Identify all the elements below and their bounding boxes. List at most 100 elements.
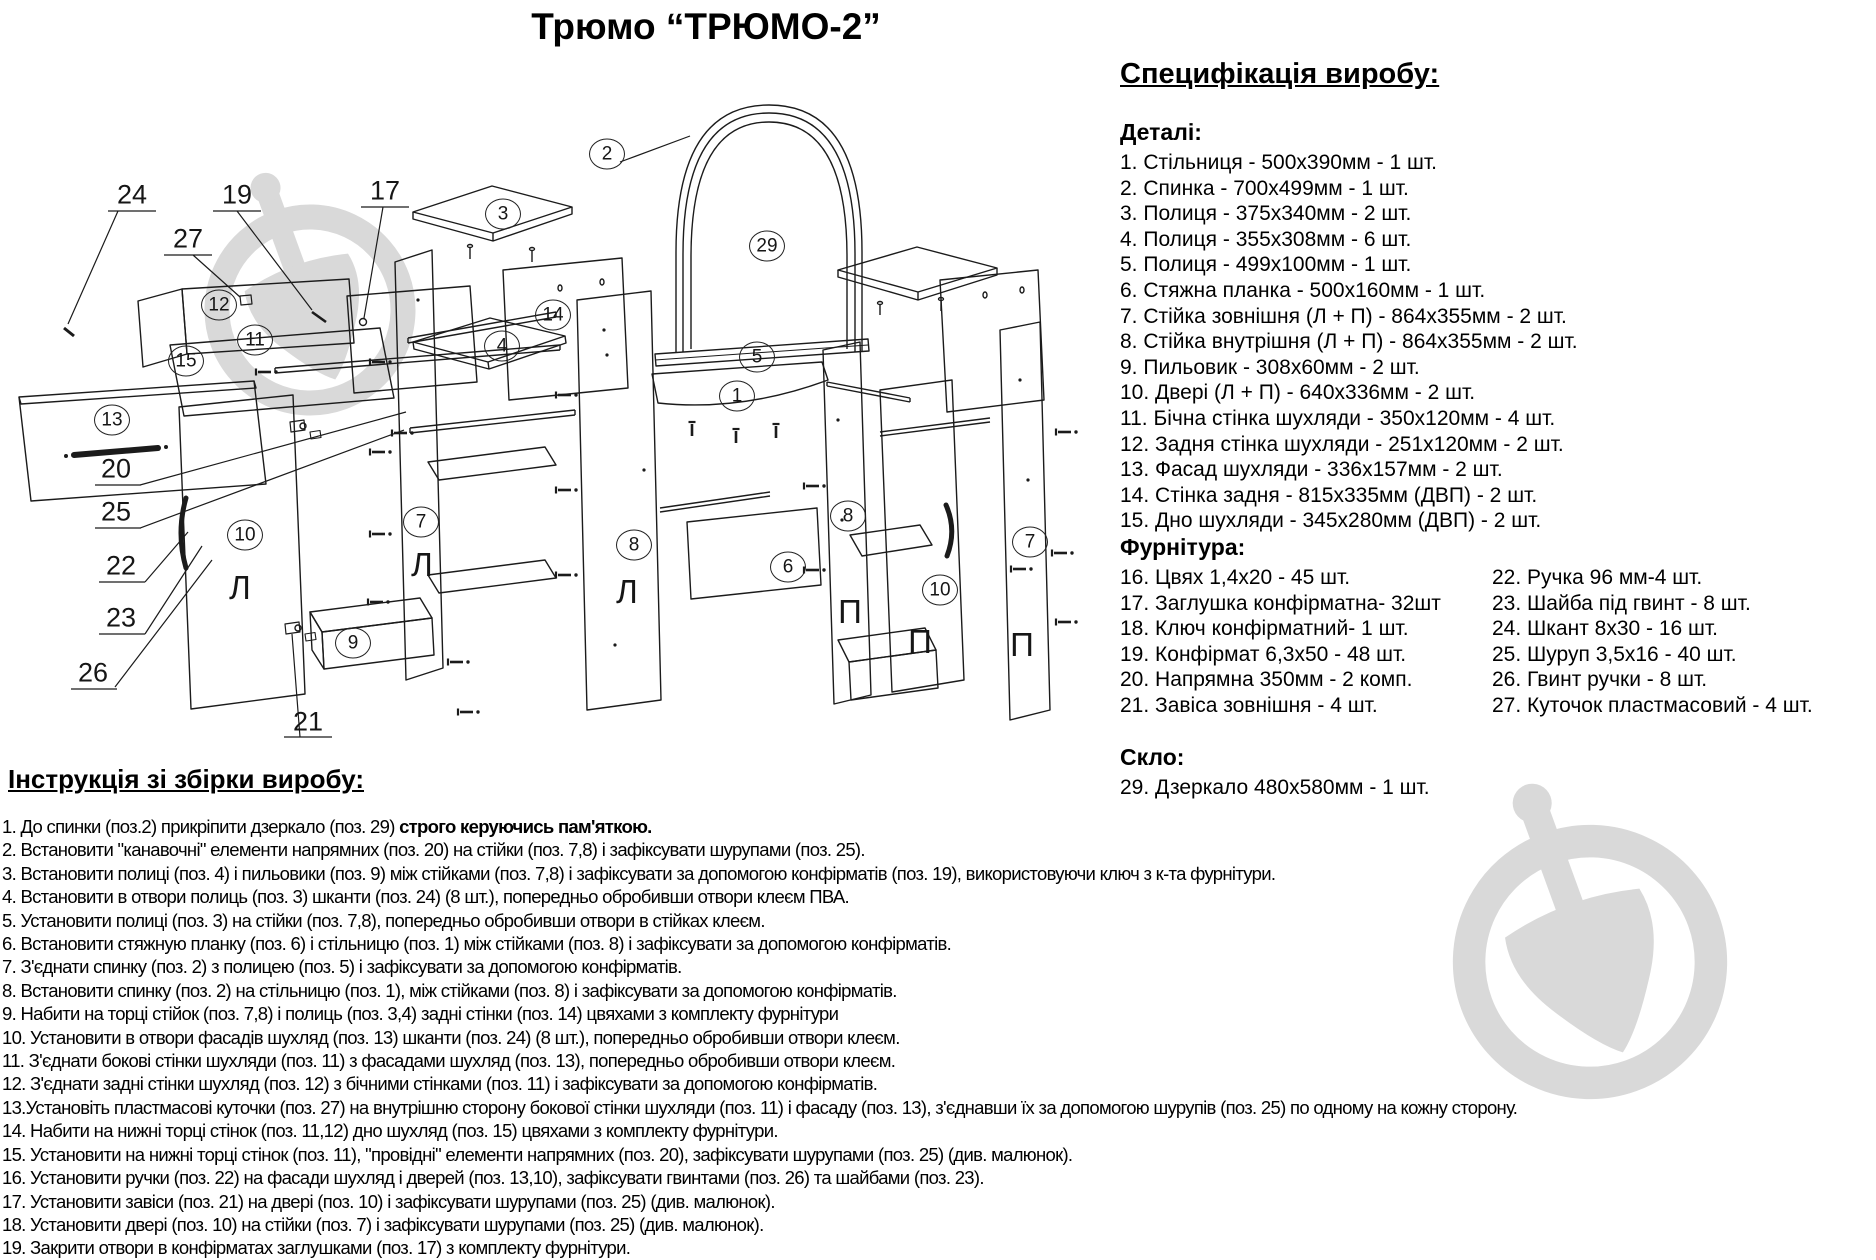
hardware-item: 17. Заглушка конфірматна- 32шт <box>1120 591 1441 615</box>
hardware-list-left: 16. Цвях 1,4х20 - 45 шт. 17. Заглушка ко… <box>1120 565 1870 719</box>
step-text: 3. Встановити полиці (поз. 4) і пильовик… <box>2 862 1276 884</box>
assembly-step: 8. Встановити спинку (поз. 2) на стільни… <box>2 979 1876 1002</box>
hardware-item: 23. Шайба під гвинт - 8 шт. <box>1492 591 1751 615</box>
hardware-item: 22. Ручка 96 мм-4 шт. <box>1492 565 1703 589</box>
step-text-bold: строго керуючись пам'яткою. <box>399 816 652 837</box>
left-mark: Л <box>616 573 638 610</box>
hardware-item: 24. Шкант 8х30 - 16 шт. <box>1492 617 1719 641</box>
detail-item: 2. Спинка - 700х499мм - 1 шт. <box>1120 176 1409 200</box>
step-text: 7. З'єднати спинку (поз. 2) з полицею (п… <box>2 956 682 978</box>
step-text: 2. Встановити "канавочні" елементи напря… <box>2 839 866 861</box>
assembly-step: 18. Установити двері (поз. 10) на стійки… <box>2 1213 1876 1236</box>
assembly-step: 3. Встановити полиці (поз. 4) і пильовик… <box>2 862 1876 885</box>
detail-item: 9. Пильовик - 308х60мм - 2 шт. <box>1120 355 1420 379</box>
assembly-step: 2. Встановити "канавочні" елементи напря… <box>2 838 1876 861</box>
step-text: 19. Закрити отвори в конфірматах заглушк… <box>2 1237 631 1259</box>
part-label-29: 29 <box>749 230 785 262</box>
assembly-step: 19. Закрити отвори в конфірматах заглушк… <box>2 1236 1876 1259</box>
right-mark: П <box>1010 626 1034 663</box>
assembly-step: 12. З'єднати задні стінки шухляд (поз. 1… <box>2 1072 1876 1095</box>
assembly-step: 9. Набити на торці стійок (поз. 7,8) і п… <box>2 1002 1876 1025</box>
callout-21: 21 <box>292 706 324 737</box>
detail-item: 14. Стінка задня - 815х335мм (ДВП) - 2 ш… <box>1120 483 1538 507</box>
assembly-step: 7. З'єднати спинку (поз. 2) з полицею (п… <box>2 955 1876 978</box>
callout-17: 17 <box>369 175 401 206</box>
part-label-15: 15 <box>168 345 204 377</box>
part-label-14: 14 <box>535 299 571 331</box>
hardware-item: 26. Гвинт ручки - 8 шт. <box>1492 668 1708 692</box>
hardware-item: 19. Конфірмат 6,3х50 - 48 шт. <box>1120 642 1407 666</box>
part-label-6: 6 <box>770 551 806 583</box>
detail-item: 13. Фасад шухляди - 336х157мм - 2 шт. <box>1120 458 1503 482</box>
callout-19: 19 <box>221 179 253 210</box>
detail-item: 8. Стійка внутрішня (Л + П) - 864х355мм … <box>1120 330 1578 354</box>
step-text: 13.Установіть пластмасові куточки (поз. … <box>2 1096 1518 1118</box>
callout-25: 25 <box>100 496 132 527</box>
hardware-list-right: 22. Ручка 96 мм-4 шт. 23. Шайба під гвин… <box>1492 565 1813 719</box>
callout-27: 27 <box>172 223 204 254</box>
part-label-13: 13 <box>94 404 130 436</box>
left-mark: Л <box>411 546 433 583</box>
part-label-4: 4 <box>484 330 520 362</box>
step-text: 14. Набити на нижні торці стінок (поз. 1… <box>2 1120 778 1142</box>
hardware-item: 25. Шуруп 3,5х16 - 40 шт. <box>1492 642 1737 666</box>
callout-24: 24 <box>116 179 148 210</box>
step-text: 1. До спинки (поз.2) прикріпити дзеркало… <box>2 816 400 837</box>
hardware-item: 20. Напрямна 350мм - 2 комп. <box>1120 668 1413 692</box>
part-label-3: 3 <box>485 198 521 230</box>
assembly-step: 11. З'єднати бокові стінки шухляди (поз.… <box>2 1049 1876 1072</box>
page-title: Трюмо “ТРЮМО-2” <box>531 6 881 47</box>
detail-item: 15. Дно шухляди - 345х280мм (ДВП) - 2 шт… <box>1120 509 1542 533</box>
instructions-section: Інструкція зі збірки виробу: 1. До спинк… <box>2 764 1876 1260</box>
part-label-1: 1 <box>719 380 755 412</box>
hardware-item: 21. Завіса зовнішня - 4 шт. <box>1120 693 1378 717</box>
step-text: 6. Встановити стяжную планку (поз. 6) і … <box>2 933 952 955</box>
glass-heading: Скло: <box>1120 744 1185 771</box>
exploded-view-diagram <box>18 104 1079 738</box>
detail-item: 4. Полиця - 355х308мм - 6 шт. <box>1120 227 1412 251</box>
detail-item: 1. Стільниця - 500х390мм - 1 шт. <box>1120 151 1437 174</box>
step-text: 8. Встановити спинку (поз. 2) на стільни… <box>2 979 897 1001</box>
assembly-step: 1. До спинки (поз.2) прикріпити дзеркало… <box>2 815 1876 838</box>
step-text: 4. Встановити в отвори полиць (поз. 3) ш… <box>2 886 850 908</box>
right-mark: П <box>908 623 932 660</box>
glass-list: 29. Дзеркало 480х580мм - 1 шт. <box>1120 775 1870 801</box>
step-text: 15. Установити на нижні торці стінок (по… <box>2 1143 1073 1165</box>
step-text: 18. Установити двері (поз. 10) на стійки… <box>2 1213 764 1235</box>
detail-item: 3. Полиця - 375х340мм - 2 шт. <box>1120 202 1412 226</box>
callout-20: 20 <box>100 453 132 484</box>
assembly-step: 13.Установіть пластмасові куточки (поз. … <box>2 1096 1876 1119</box>
detail-item: 6. Стяжна планка - 500х160мм - 1 шт. <box>1120 278 1486 302</box>
trowel-logo-watermark <box>1452 783 1728 1100</box>
left-mark: Л <box>229 569 251 606</box>
hardware-columns: 16. Цвях 1,4х20 - 45 шт. 17. Заглушка ко… <box>1120 565 1870 719</box>
assembly-step: 6. Встановити стяжную планку (поз. 6) і … <box>2 932 1876 955</box>
instructions-heading: Інструкція зі збірки виробу: <box>8 764 364 794</box>
part-label-7-right: 7 <box>1012 526 1048 558</box>
assembly-step: 17. Установити завіси (поз. 21) на двері… <box>2 1190 1876 1213</box>
assembly-step: 4. Встановити в отвори полиць (поз. 3) ш… <box>2 885 1876 908</box>
part-label-10-left: 10 <box>227 519 263 551</box>
assembly-step: 14. Набити на нижні торці стінок (поз. 1… <box>2 1119 1876 1142</box>
part-label-8-right: 8 <box>830 500 866 532</box>
glass-item: 29. Дзеркало 480х580мм - 1 шт. <box>1120 776 1430 800</box>
callout-23: 23 <box>105 602 137 633</box>
detail-item: 5. Полиця - 499х100мм - 1 шт. <box>1120 253 1412 277</box>
glass-block: Скло: 29. Дзеркало 480х580мм - 1 шт. <box>1120 744 1870 801</box>
assembly-step: 10. Установити в отвори фасадів шухляд (… <box>2 1026 1876 1049</box>
trowel-logo-watermark <box>204 172 416 416</box>
specification-section: Специфікація виробу: Деталі: 1. Стільниц… <box>1120 58 1870 801</box>
hardware-item: 16. Цвях 1,4х20 - 45 шт. <box>1120 565 1351 589</box>
part-label-11: 11 <box>237 324 273 356</box>
part-label-7-left: 7 <box>403 506 439 538</box>
detail-item: 12. Задня стінка шухляди - 251х120мм - 2… <box>1120 432 1564 456</box>
details-heading: Деталі: <box>1120 119 1202 145</box>
step-text: 11. З'єднати бокові стінки шухляди (поз.… <box>2 1050 896 1072</box>
step-text: 17. Установити завіси (поз. 21) на двері… <box>2 1190 776 1212</box>
part-label-5: 5 <box>739 341 775 373</box>
detail-item: 7. Стійка зовнішня (Л + П) - 864х355мм -… <box>1120 304 1567 328</box>
assembly-step: 16. Установити ручки (поз. 22) на фасади… <box>2 1166 1876 1189</box>
step-text: 16. Установити ручки (поз. 22) на фасади… <box>2 1167 984 1189</box>
right-mark: П <box>838 593 862 630</box>
assembly-step: 5. Установити полиці (поз. 3) на стійки … <box>2 909 1876 932</box>
